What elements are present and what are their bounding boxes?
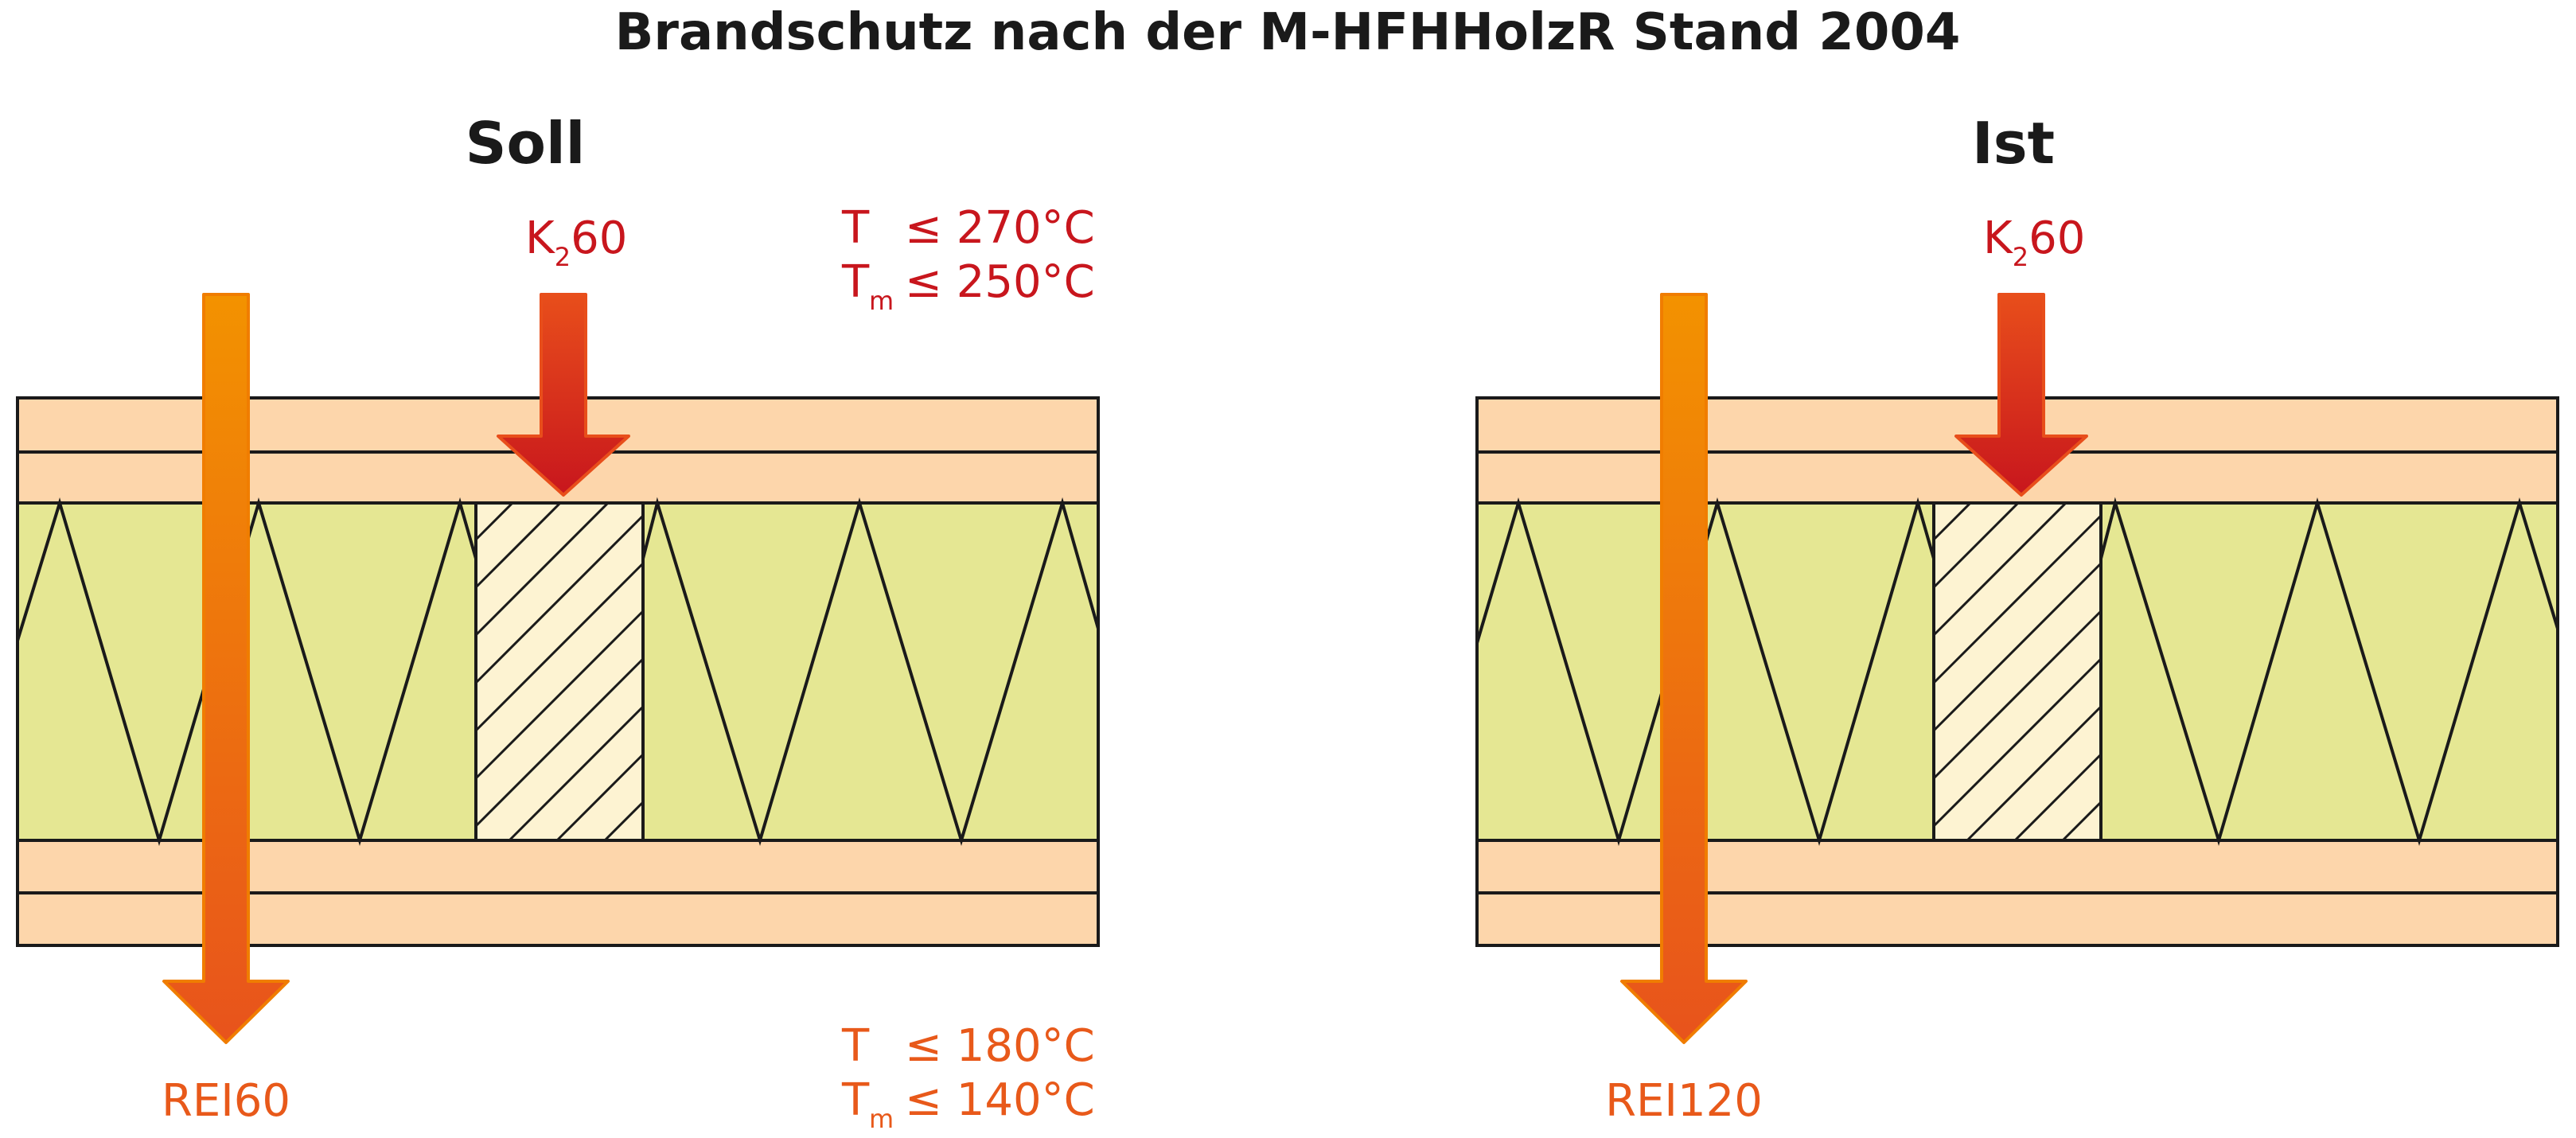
- k-rating-label: K260: [525, 212, 627, 272]
- bottom-board-inner: [1475, 839, 2559, 894]
- bottom-board-outer: [1475, 891, 2559, 947]
- requirement-symbol: T: [841, 1074, 870, 1126]
- insulation-zigzag: [1475, 497, 1935, 847]
- rei-rating-arrow: [1620, 293, 1748, 1044]
- requirement-value: ≤ 140°C: [905, 1074, 1095, 1126]
- k-rating-label: K260: [1983, 212, 2085, 272]
- wooden-stud: [474, 501, 645, 842]
- panel-heading: Soll: [466, 110, 586, 177]
- wooden-stud: [1932, 501, 2102, 842]
- insulation-zigzag: [641, 497, 1100, 846]
- diagram-title: Brandschutz nach der M-HFHHolzR Stand 20…: [615, 3, 1961, 62]
- bottom-board-inner: [16, 839, 1100, 894]
- requirement-symbol: T: [841, 1020, 870, 1072]
- panel-heading: Ist: [1972, 110, 2055, 177]
- rei-rating-label: REI120: [1605, 1075, 1763, 1127]
- requirement-symbol: T: [841, 256, 870, 308]
- requirement-subscript: m: [869, 286, 894, 316]
- requirement-value: ≤ 180°C: [905, 1020, 1095, 1072]
- requirement-symbol: T: [841, 202, 870, 254]
- k-rating-arrow: [497, 293, 630, 497]
- panel-soll: Soll: [16, 110, 1100, 1134]
- requirement-subscript: m: [869, 1104, 894, 1134]
- k-rating-arrow: [1954, 293, 2088, 497]
- bottom-temperature-requirements: T ≤ 180°C T m ≤ 140°C: [841, 1020, 1095, 1134]
- rei-rating-arrow: [162, 293, 290, 1044]
- insulation-zigzag: [2099, 497, 2559, 846]
- rei-rating-label: REI60: [162, 1075, 290, 1127]
- top-temperature-requirements: T ≤ 270°C T m ≤ 250°C: [841, 202, 1095, 316]
- requirement-value: ≤ 250°C: [905, 256, 1095, 308]
- insulation-zigzag: [16, 497, 477, 847]
- bottom-board-outer: [16, 891, 1100, 947]
- panel-ist: Ist K260: [1475, 110, 2559, 1127]
- requirement-value: ≤ 270°C: [905, 202, 1095, 254]
